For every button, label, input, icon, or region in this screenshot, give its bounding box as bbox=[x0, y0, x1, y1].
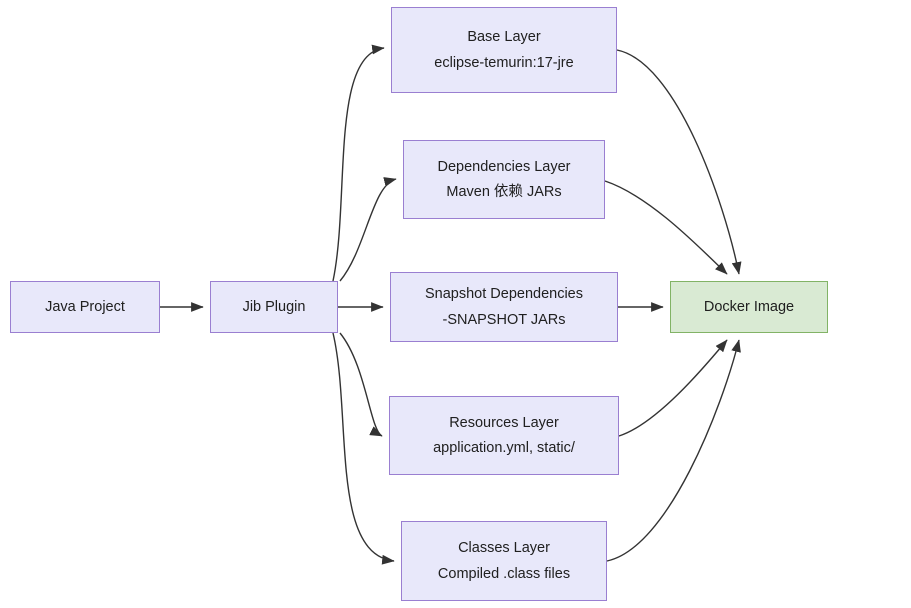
node-resources-layer[interactable]: Resources Layer application.yml, static/ bbox=[389, 396, 619, 475]
edge-jib-to-resources bbox=[339, 332, 383, 437]
node-label: Resources Layer bbox=[449, 414, 559, 431]
node-jib-plugin[interactable]: Jib Plugin bbox=[210, 281, 338, 333]
edge-classes-to-docker bbox=[606, 339, 741, 562]
edge-resources-to-docker bbox=[618, 339, 728, 437]
node-label: Base Layer bbox=[467, 29, 541, 45]
edge-jib-to-dependencies bbox=[339, 177, 397, 282]
edge-jib-to-base bbox=[332, 44, 385, 282]
edge-dependencies-to-docker bbox=[604, 180, 728, 275]
node-base-layer[interactable]: Base Layer eclipse-temurin:17-jre bbox=[391, 7, 617, 93]
edge-base-to-docker bbox=[616, 49, 742, 275]
node-label: -SNAPSHOT JARs bbox=[442, 311, 566, 328]
node-label: Compiled .class files bbox=[437, 565, 571, 582]
node-label: Classes Layer bbox=[458, 540, 550, 556]
node-label: Dependencies Layer bbox=[437, 158, 571, 175]
node-java-project[interactable]: Java Project bbox=[10, 281, 160, 333]
edge-jib-to-classes bbox=[332, 332, 395, 565]
node-label: Docker Image bbox=[703, 298, 795, 315]
node-label: Snapshot Dependencies bbox=[424, 286, 583, 302]
node-label: Java Project bbox=[45, 298, 125, 315]
node-label: Jib Plugin bbox=[242, 298, 306, 315]
node-label: eclipse-temurin:17-jre bbox=[434, 54, 574, 71]
node-docker-image[interactable]: Docker Image bbox=[670, 281, 828, 333]
node-label: Maven 依赖 JARs bbox=[446, 184, 562, 200]
node-label: application.yml, static/ bbox=[433, 440, 575, 456]
node-snapshot-dependencies[interactable]: Snapshot Dependencies -SNAPSHOT JARs bbox=[390, 272, 618, 342]
